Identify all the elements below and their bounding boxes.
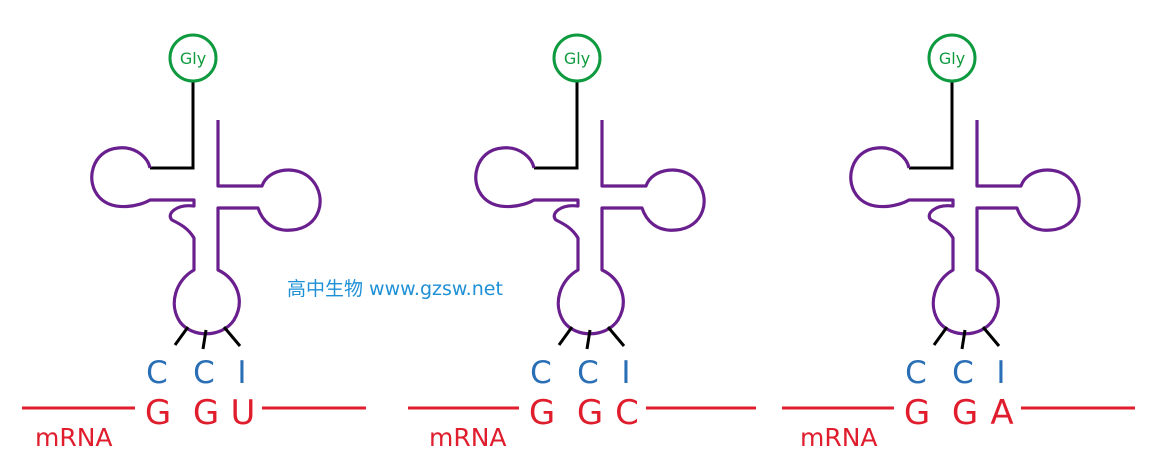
codon-base-2: G bbox=[577, 393, 603, 433]
mrna-label: mRNA bbox=[429, 423, 507, 452]
codon-base-2: G bbox=[193, 393, 219, 433]
watermark: 高中生物 www.gzsw.net bbox=[287, 278, 503, 300]
anticodon-base-2: C bbox=[952, 355, 974, 391]
trna-body bbox=[849, 120, 1081, 336]
trna-panel-3: Gly C C I G G A mRNA bbox=[782, 33, 1135, 452]
mrna-label: mRNA bbox=[800, 423, 878, 452]
codon-base-3: C bbox=[615, 393, 639, 433]
mrna-label: mRNA bbox=[35, 423, 113, 452]
trna-panel-2: Gly C C I G G C mRNA bbox=[408, 33, 756, 452]
anticodon-bond-3 bbox=[981, 326, 1001, 347]
codon-base-1: G bbox=[145, 393, 171, 433]
amino-acid-label: Gly bbox=[564, 49, 590, 68]
anticodon-bond-2 bbox=[201, 329, 208, 350]
anticodon-base-2: C bbox=[193, 355, 215, 391]
amino-acid-circle bbox=[552, 33, 602, 83]
anticodon-base-3: I bbox=[237, 355, 246, 391]
trna-body bbox=[90, 120, 322, 336]
trna-panel-1: Gly C C I G G U mRNA bbox=[22, 33, 366, 452]
anticodon-bond-3 bbox=[222, 326, 242, 347]
anticodon-bond-1 bbox=[557, 326, 574, 346]
codon-base-1: G bbox=[529, 393, 555, 433]
trna-body bbox=[474, 120, 706, 336]
codon-base-3: U bbox=[231, 393, 256, 433]
acceptor-stem bbox=[534, 80, 579, 170]
amino-acid-circle bbox=[168, 33, 218, 83]
anticodon-bond-1 bbox=[173, 326, 190, 346]
amino-acid-label: Gly bbox=[180, 49, 206, 68]
anticodon-bond-3 bbox=[606, 326, 626, 347]
acceptor-stem bbox=[150, 80, 195, 170]
anticodon-base-1: C bbox=[905, 355, 927, 391]
amino-acid-label: Gly bbox=[939, 49, 965, 68]
anticodon-base-1: C bbox=[146, 355, 168, 391]
codon-base-3: A bbox=[990, 393, 1013, 433]
codon-base-2: G bbox=[952, 393, 978, 433]
anticodon-bond-2 bbox=[585, 329, 592, 350]
anticodon-bond-1 bbox=[932, 326, 949, 346]
anticodon-base-3: I bbox=[621, 355, 630, 391]
anticodon-base-2: C bbox=[577, 355, 599, 391]
anticodon-base-1: C bbox=[530, 355, 552, 391]
anticodon-bond-2 bbox=[960, 329, 967, 350]
anticodon-base-3: I bbox=[996, 355, 1005, 391]
amino-acid-circle bbox=[927, 33, 977, 83]
acceptor-stem bbox=[909, 80, 954, 170]
codon-base-1: G bbox=[904, 393, 930, 433]
